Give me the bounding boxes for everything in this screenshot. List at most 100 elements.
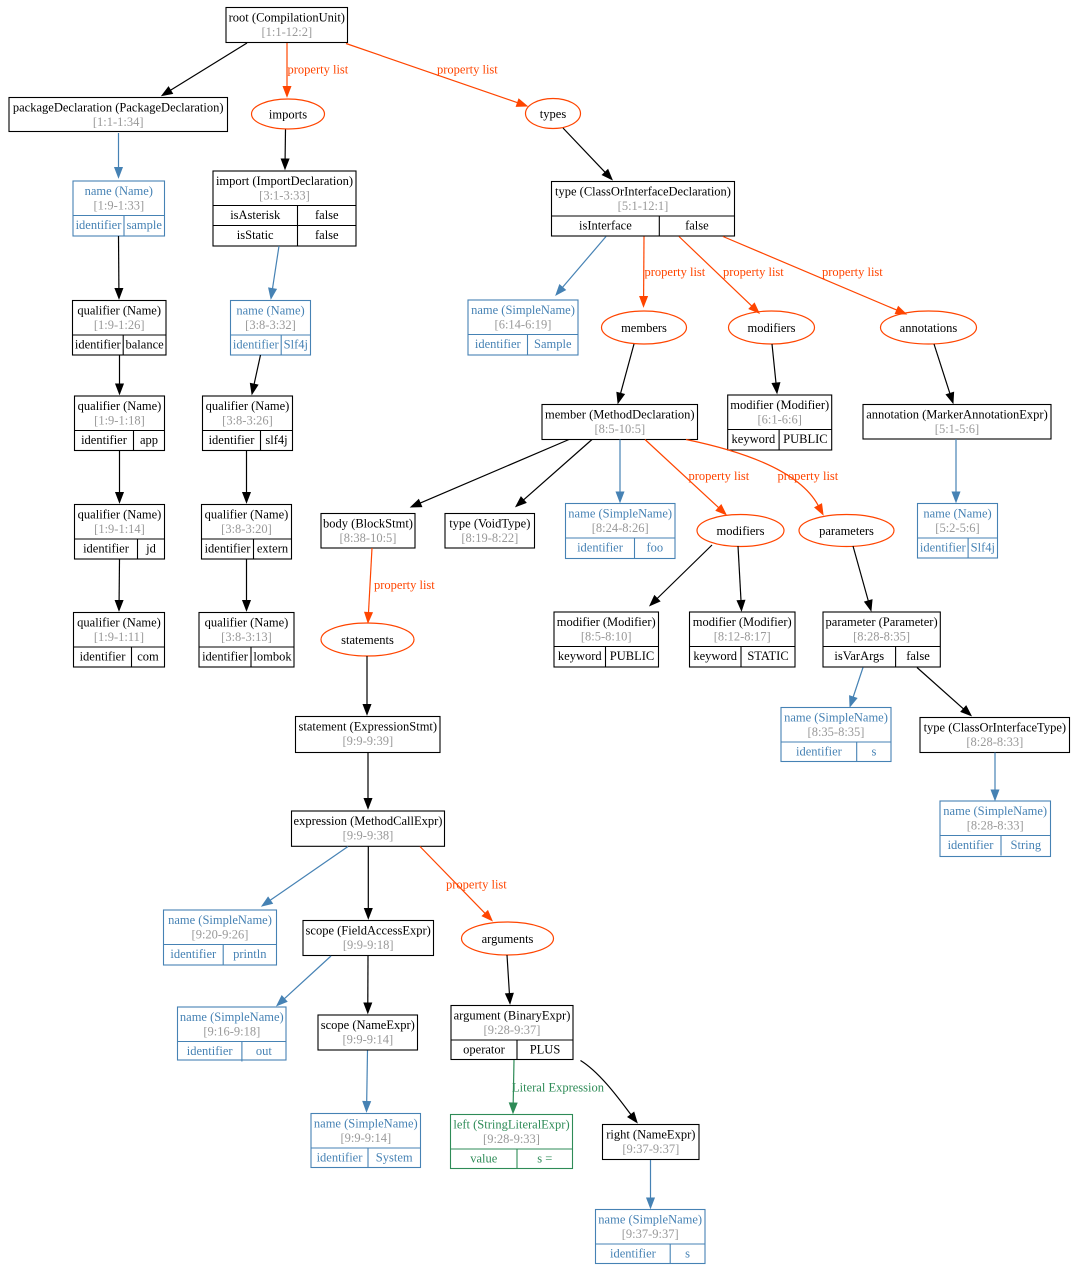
svg-text:statements: statements [341,633,394,647]
svg-text:modifier (Modifier): modifier (Modifier) [557,615,656,629]
svg-text:isAsterisk: isAsterisk [230,208,281,222]
svg-text:STATIC: STATIC [747,649,788,663]
svg-text:String: String [1011,838,1042,852]
svg-text:extern: extern [257,542,289,556]
svg-text:[8:5-10:5]: [8:5-10:5] [594,422,645,436]
svg-text:statement (ExpressionStmt): statement (ExpressionStmt) [299,720,438,734]
svg-text:[3:8-3:13]: [3:8-3:13] [221,630,272,644]
svg-text:name (Name): name (Name) [236,303,304,317]
svg-text:false: false [906,649,930,663]
svg-text:expression (MethodCallExpr): expression (MethodCallExpr) [294,814,443,828]
svg-text:qualifier (Name): qualifier (Name) [78,399,162,413]
svg-text:println: println [233,947,267,961]
svg-text:property list: property list [437,63,498,77]
svg-text:identifier: identifier [796,745,843,759]
svg-text:identifier: identifier [80,650,127,664]
svg-text:name (SimpleName): name (SimpleName) [314,1116,418,1130]
svg-text:argument (BinaryExpr): argument (BinaryExpr) [454,1008,571,1022]
svg-text:member (MethodDeclaration): member (MethodDeclaration) [545,408,695,422]
svg-text:name (Name): name (Name) [85,184,153,198]
svg-text:property list: property list [288,63,349,77]
svg-text:imports: imports [269,107,307,121]
svg-text:[1:9-1:18]: [1:9-1:18] [94,413,145,427]
svg-text:slf4j: slf4j [265,433,287,447]
svg-text:[9:9-9:14]: [9:9-9:14] [340,1131,391,1145]
svg-text:modifiers: modifiers [748,321,796,335]
svg-text:[6:14-6:19]: [6:14-6:19] [495,317,552,331]
svg-text:identifier: identifier [475,337,522,351]
svg-text:keyword: keyword [558,649,602,663]
svg-text:name (SimpleName): name (SimpleName) [784,710,888,724]
svg-text:isVarArgs: isVarArgs [834,649,884,663]
svg-text:false: false [685,219,709,233]
svg-text:root (CompilationUnit): root (CompilationUnit) [229,11,345,25]
svg-text:members: members [621,321,667,335]
svg-text:Slf4j: Slf4j [971,541,995,555]
svg-text:false: false [315,228,339,242]
svg-text:[9:28-9:37]: [9:28-9:37] [484,1023,541,1037]
svg-text:identifier: identifier [920,541,967,555]
svg-text:[1:9-1:26]: [1:9-1:26] [94,318,145,332]
svg-text:left (StringLiteralExpr): left (StringLiteralExpr) [453,1117,569,1131]
svg-text:qualifier (Name): qualifier (Name) [206,399,290,413]
svg-text:property list: property list [689,469,750,483]
svg-text:modifiers: modifiers [717,524,765,538]
svg-text:keyword: keyword [732,432,776,446]
svg-text:annotation (MarkerAnnotationEx: annotation (MarkerAnnotationExpr) [866,408,1048,422]
svg-text:types: types [540,107,567,121]
svg-text:value: value [470,1152,498,1166]
svg-text:[8:28-8:33]: [8:28-8:33] [967,818,1024,832]
svg-text:identifier: identifier [75,338,122,352]
svg-text:[8:38-10:5]: [8:38-10:5] [340,531,397,545]
svg-text:System: System [376,1151,413,1165]
svg-text:[3:1-3:33]: [3:1-3:33] [259,188,310,202]
svg-text:[9:9-9:14]: [9:9-9:14] [342,1033,393,1047]
svg-text:[9:37-9:37]: [9:37-9:37] [622,1227,679,1241]
svg-text:[9:9-9:39]: [9:9-9:39] [342,734,393,748]
svg-text:property list: property list [645,265,706,279]
svg-text:[5:1-5:6]: [5:1-5:6] [935,422,979,436]
svg-text:out: out [256,1044,273,1058]
svg-text:type (ClassOrInterfaceDeclarat: type (ClassOrInterfaceDeclaration) [555,184,731,198]
svg-text:identifier: identifier [233,338,280,352]
svg-text:s: s [871,745,876,759]
svg-text:[3:8-3:26]: [3:8-3:26] [222,413,273,427]
svg-text:name (SimpleName): name (SimpleName) [168,913,272,927]
svg-text:identifier: identifier [81,433,128,447]
svg-text:identifier: identifier [948,838,995,852]
svg-text:identifier: identifier [317,1151,364,1165]
svg-text:modifier (Modifier): modifier (Modifier) [693,615,792,629]
svg-text:name (Name): name (Name) [923,506,991,520]
svg-text:foo: foo [646,541,663,555]
svg-text:PUBLIC: PUBLIC [783,432,827,446]
svg-text:property list: property list [723,265,784,279]
svg-text:scope (FieldAccessExpr): scope (FieldAccessExpr) [306,924,431,938]
svg-text:Slf4j: Slf4j [284,338,308,352]
svg-text:qualifier (Name): qualifier (Name) [205,615,289,629]
svg-text:[9:28-9:33]: [9:28-9:33] [483,1132,540,1146]
svg-text:parameters: parameters [819,524,874,538]
svg-text:identifier: identifier [577,541,624,555]
svg-text:Literal Expression: Literal Expression [512,1081,605,1095]
svg-text:name (SimpleName): name (SimpleName) [598,1212,702,1226]
svg-text:[9:9-9:38]: [9:9-9:38] [343,829,394,843]
svg-text:[1:1-1:34]: [1:1-1:34] [93,115,144,129]
svg-text:type (VoidType): type (VoidType) [449,517,530,531]
svg-text:identifier: identifier [205,542,252,556]
svg-text:PUBLIC: PUBLIC [610,649,654,663]
svg-text:parameter (Parameter): parameter (Parameter) [826,615,938,629]
svg-text:[6:1-6:6]: [6:1-6:6] [757,412,801,426]
svg-text:name (SimpleName): name (SimpleName) [568,506,672,520]
svg-text:packageDeclaration (PackageDec: packageDeclaration (PackageDeclaration) [13,101,224,115]
svg-text:balance: balance [126,338,165,352]
svg-text:property list: property list [778,469,839,483]
svg-text:[9:20-9:26]: [9:20-9:26] [192,927,249,941]
svg-text:[9:37-9:37]: [9:37-9:37] [622,1142,679,1156]
svg-text:identifier: identifier [610,1247,657,1261]
svg-text:isStatic: isStatic [237,228,274,242]
svg-text:annotations: annotations [900,321,958,335]
svg-text:[8:5-8:10]: [8:5-8:10] [581,629,632,643]
svg-text:scope (NameExpr): scope (NameExpr) [321,1018,415,1032]
svg-text:modifier (Modifier): modifier (Modifier) [730,398,829,412]
svg-text:[1:9-1:33]: [1:9-1:33] [93,198,144,212]
